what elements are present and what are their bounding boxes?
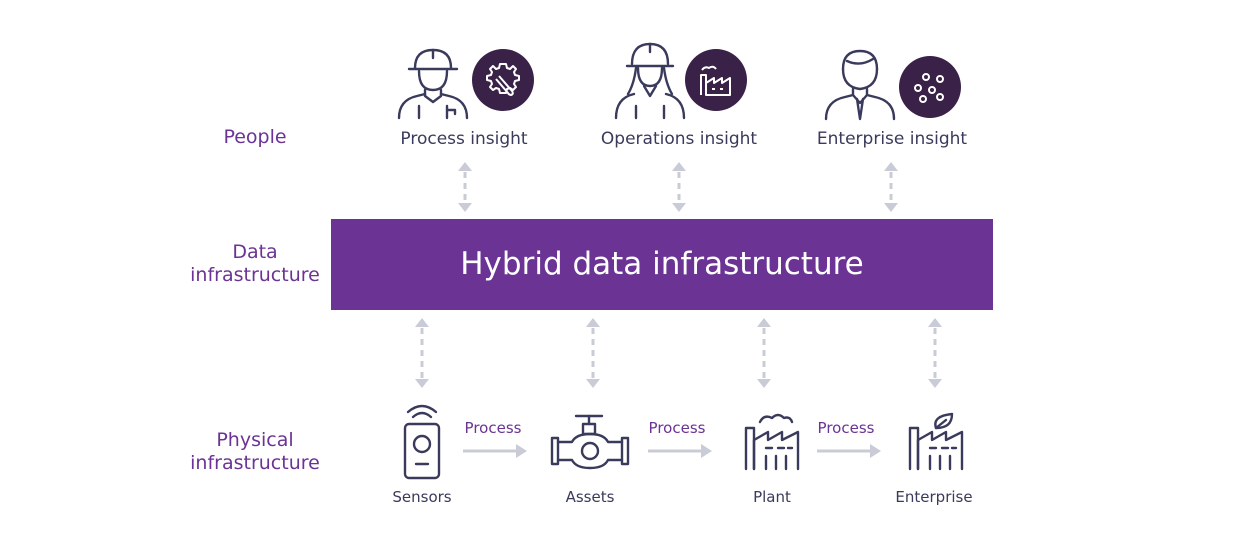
- eco-factory-icon: [908, 412, 964, 471]
- caption-assets: Assets: [565, 488, 615, 506]
- female-worker-hardhat-icon: [614, 42, 686, 120]
- process-label-3: Process: [817, 419, 875, 437]
- caption-operations-insight: Operations insight: [600, 129, 758, 149]
- bidirectional-arrow-plant: [757, 318, 771, 388]
- bidirectional-arrow-assets: [586, 318, 600, 388]
- process-arrow-2: [648, 444, 712, 458]
- bidirectional-arrow-operations: [672, 162, 686, 212]
- plant-icon: [744, 413, 800, 471]
- gear-wrench-icon: [472, 49, 534, 111]
- bidirectional-arrow-sensors: [415, 318, 429, 388]
- bidirectional-arrow-enterprise-lower: [928, 318, 942, 388]
- valve-icon: [550, 414, 630, 470]
- caption-plant: Plant: [753, 488, 791, 506]
- caption-sensors: Sensors: [392, 488, 452, 506]
- process-arrow-3: [817, 444, 881, 458]
- caption-enterprise-insight: Enterprise insight: [816, 129, 968, 149]
- scatter-plot-icon: [899, 56, 961, 118]
- businessman-icon: [824, 49, 896, 121]
- row-label-people: People: [223, 126, 287, 148]
- process-label-2: Process: [648, 419, 706, 437]
- process-label-1: Process: [464, 419, 522, 437]
- engineer-hardhat-icon: [397, 48, 469, 120]
- row-label-physical-infrastructure: Physical infrastructure: [190, 429, 320, 474]
- band-label: Hybrid data infrastructure: [460, 246, 864, 282]
- row-label-data-infrastructure: Data infrastructure: [190, 241, 320, 286]
- bidirectional-arrow-process: [458, 162, 472, 212]
- caption-enterprise: Enterprise: [895, 488, 973, 506]
- caption-process-insight: Process insight: [400, 129, 528, 149]
- process-arrow-1: [463, 444, 527, 458]
- hybrid-data-infrastructure-band: Hybrid data infrastructure: [331, 219, 993, 310]
- factory-icon: [685, 49, 747, 111]
- bidirectional-arrow-enterprise: [884, 162, 898, 212]
- sensor-device-icon: [403, 404, 441, 480]
